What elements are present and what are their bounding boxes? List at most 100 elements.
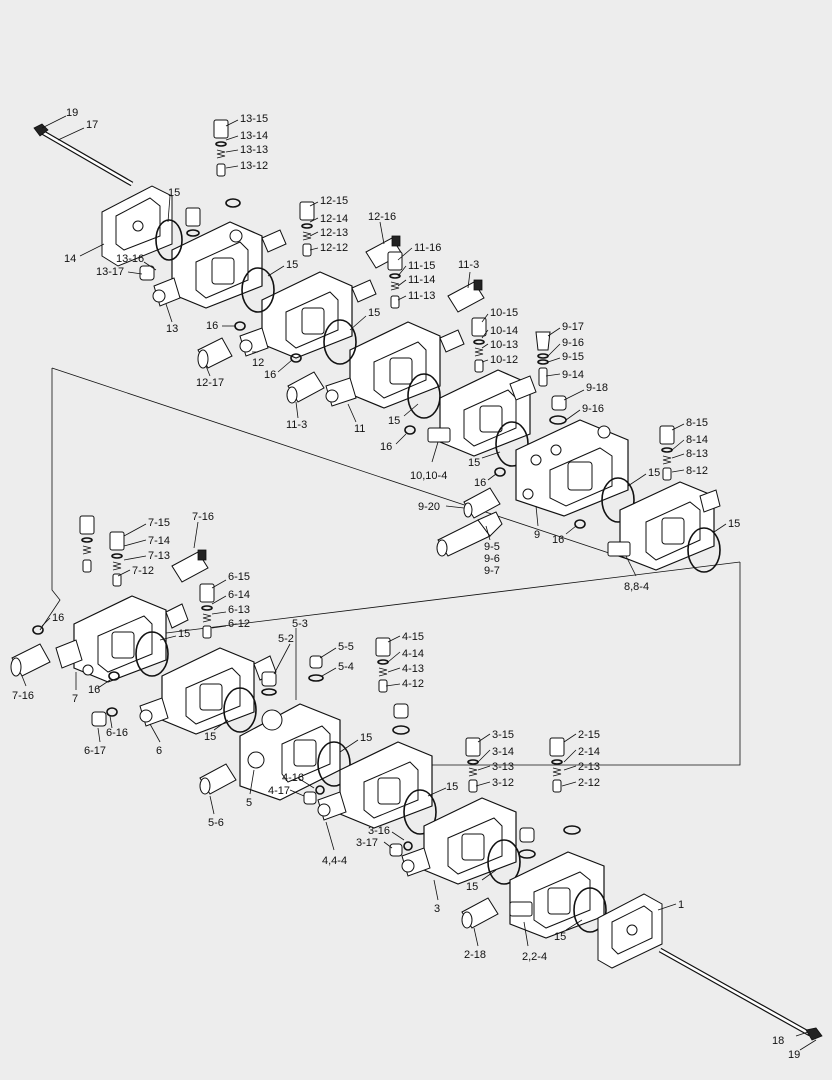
o-ring-5-4 [308,674,324,682]
label-9-7: 9-7 [484,565,500,577]
label-12-17: 12-17 [196,377,224,389]
label-12-13: 12-13 [320,227,348,239]
o-ring [392,725,410,735]
o-ring-16 [32,625,44,635]
relief-stack-7b [109,531,125,587]
label-3-17: 3-17 [356,837,378,849]
connection-guide-line [149,561,741,636]
label-7-12: 7-12 [132,565,154,577]
tie-rod-lower [658,947,823,1041]
label-19: 19 [788,1049,800,1061]
relief-stack-6 [199,583,215,639]
label-15: 15 [368,307,380,319]
o-ring-6-16 [106,707,118,717]
o-ring-9-16 [549,415,567,425]
label-11: 11 [354,423,365,435]
plug [393,703,409,719]
cartridge-2-18 [461,897,499,929]
label-9-6: 9-6 [484,553,500,565]
o-ring-16 [574,519,586,529]
label-2-13: 2-13 [578,761,600,773]
o-ring-16 [234,321,246,331]
cartridge-12-17 [197,337,233,369]
label-3-12: 3-12 [492,777,514,789]
seal-ring-15 [403,789,437,835]
label-10-14: 10-14 [490,325,518,337]
label-3: 3 [434,903,440,915]
fitting-5-6 [199,763,237,795]
label-7-16: 7-16 [192,511,214,523]
label-11-14: 11-14 [408,274,435,286]
o-ring-16 [404,425,416,435]
label-15: 15 [388,415,400,427]
label-11-13: 11-13 [408,290,435,302]
plug [185,207,201,227]
relief-stack-2 [549,737,565,793]
label-12-16: 12-16 [368,211,396,223]
valve-section-12 [239,271,377,359]
label-9-20: 9-20 [418,501,440,513]
label-19: 19 [66,107,78,119]
label-7-14: 7-14 [148,535,170,547]
valve-section-10 [427,369,537,457]
label-9-14: 9-14 [562,369,584,381]
label-6-14: 6-14 [228,589,250,601]
label-4-12: 4-12 [402,678,424,690]
relief-stack-7a [79,515,95,573]
label-6-16: 6-16 [106,727,128,739]
label-2-2-4: 2,2-4 [522,951,547,963]
label-15: 15 [360,732,372,744]
label-8-15: 8-15 [686,417,708,429]
valve-section-13 [152,221,287,309]
label-7-13: 7-13 [148,550,170,562]
label-6-17: 6-17 [84,745,106,757]
label-7: 7 [72,693,78,705]
label-8-8-4: 8,8-4 [624,581,649,593]
label-4-17: 4-17 [268,785,290,797]
label-7-16: 7-16 [12,690,34,702]
label-6-12: 6-12 [228,618,250,630]
label-9-5: 9-5 [484,541,500,553]
relief-stack-8 [659,425,675,481]
valve-section-2 [509,851,605,939]
label-6-15: 6-15 [228,571,250,583]
label-4-13: 4-13 [402,663,424,675]
label-11-16: 11-16 [414,242,441,254]
cartridge-9-20 [463,487,501,519]
label-12-12: 12-12 [320,242,348,254]
label-16: 16 [474,477,486,489]
end-plate-1 [597,893,663,969]
label-4-15: 4-15 [402,631,424,643]
connection-guide-line [51,367,631,561]
cartridge-7-16-upper [171,549,209,583]
label-3-13: 3-13 [492,761,514,773]
o-ring [518,849,536,859]
label-15: 15 [468,457,480,469]
o-ring [563,825,581,835]
label-4-16: 4-16 [282,772,304,784]
plug-6-17 [91,711,107,727]
o-ring-16 [494,467,506,477]
label-9-16: 9-16 [562,337,584,349]
end-plate-14 [101,185,173,267]
relief-stack-12 [299,201,315,257]
seal-ring-15 [601,477,635,523]
tie-rod-upper [33,123,134,187]
label-18: 18 [772,1035,784,1047]
label-6: 6 [156,745,162,757]
label-5-5: 5-5 [338,641,354,653]
leader-lines [21,115,817,1051]
o-ring [261,688,277,696]
seal-ring-15 [323,319,357,365]
label-14: 14 [64,253,76,265]
seal-ring-15 [687,527,721,573]
label-11-15: 11-15 [408,260,435,272]
label-5-6: 5-6 [208,817,224,829]
label-4-4-4: 4,4-4 [322,855,347,867]
plug-3-17 [389,843,403,857]
plug-9-18 [551,395,567,411]
valve-section-9 [515,419,629,517]
label-10-12: 10-12 [490,354,518,366]
label-6-13: 6-13 [228,604,250,616]
label-13: 13 [166,323,178,335]
